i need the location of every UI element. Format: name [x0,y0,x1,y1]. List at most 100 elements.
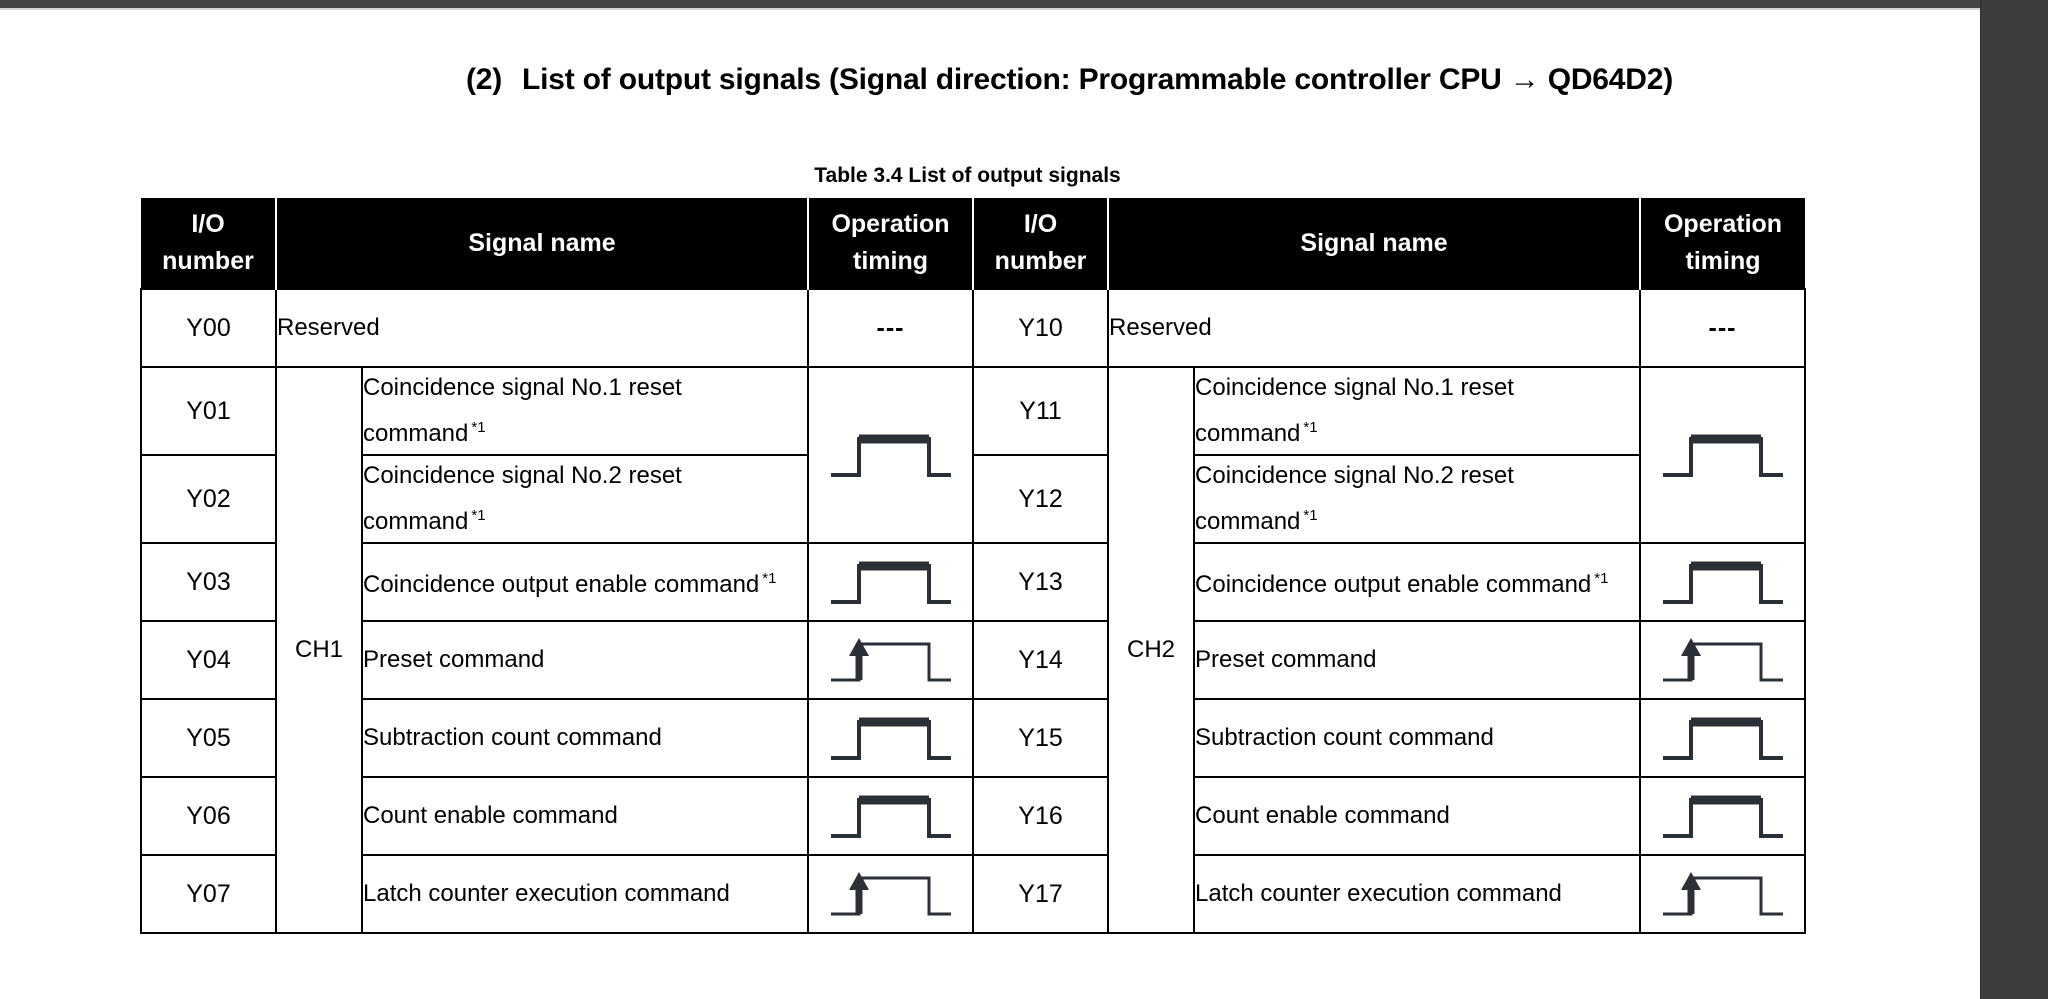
signal-name-text: Reserved [277,314,380,341]
io-number-cell: Y03 [140,542,277,622]
io-number-cell: Y17 [972,854,1110,934]
table-header-row: I/O number Signal name Operation timing … [141,198,1806,289]
output-signals-table: I/O number Signal name Operation timing … [140,198,1807,934]
signal-name-text: Coincidence signal No.1 reset command [1195,374,1514,447]
signal-name-text: Coincidence output enable command [1195,571,1592,598]
io-number-cell: Y07 [140,854,277,934]
waveform-pulse-icon [1662,795,1783,838]
signal-name-cell: Coincidence signal No.2 reset command*1 [1193,454,1642,544]
waveform-rising-edge-arrow-icon [1662,872,1783,916]
signal-name-cell: Coincidence signal No.1 reset command*1 [360,366,810,456]
operation-timing-waveform [807,542,975,622]
page-heading: (2) List of output signals (Signal direct… [466,56,1796,104]
signal-name-cell: Preset command [1193,620,1642,700]
footnote-marker: *1 [471,419,486,436]
io-number-cell: Y04 [140,620,277,700]
footnote-marker: *1 [1594,570,1609,587]
operation-timing-waveform [1639,854,1807,934]
signal-name-text: Preset command [363,646,545,673]
signal-name-text: Count enable command [1195,802,1450,829]
signal-name-text: Coincidence signal No.2 reset command [1195,462,1514,535]
channel-label-cell: CH2 [1107,366,1196,934]
table-row: Y07 Latch counter execution command Y17 Lat… [140,854,1807,934]
operation-timing-waveform [807,620,975,700]
header-signal-name-right: Signal name [1107,198,1642,289]
signal-name-text: Latch counter execution command [363,880,730,907]
operation-timing-dash: --- [807,288,975,368]
waveform-pulse-icon [1662,717,1783,760]
operation-timing-waveform [1639,366,1807,544]
signal-name-cell: Coincidence output enable command*1 [360,542,810,622]
header-signal-name-left: Signal name [274,198,810,289]
signal-name-text: Count enable command [363,802,618,829]
header-io-number-right-line2: number [994,247,1087,275]
signal-name-cell: Coincidence signal No.2 reset command*1 [360,454,810,544]
signal-name-cell: Count enable command [360,776,810,856]
header-operation-timing-right-line1: Operation [1663,210,1783,238]
operation-timing-waveform [807,854,975,934]
heading-text: List of output signals (Signal direction… [522,63,1674,96]
waveform-rising-edge-arrow-icon [830,638,951,682]
signal-name-cell: Subtraction count command [360,698,810,778]
header-operation-timing-left-line1: Operation [831,210,950,238]
footnote-marker: *1 [471,507,486,524]
signal-name-cell: Count enable command [1193,776,1642,856]
io-number-cell: Y11 [972,366,1110,456]
header-io-number-left-line1: I/O [191,210,225,238]
io-number-cell: Y10 [972,288,1110,368]
io-number-cell: Y13 [972,542,1110,622]
operation-timing-waveform [807,366,975,544]
footnote-marker: *1 [1303,507,1318,524]
header-io-number-right: I/O number [972,198,1110,289]
signal-name-cell: Latch counter execution command [1193,854,1642,934]
signal-name-cell: Subtraction count command [1193,698,1642,778]
io-number-cell: Y02 [140,454,277,544]
signal-name-text: Subtraction count command [1195,724,1494,751]
signal-name-text: Reserved [1109,314,1212,341]
header-operation-timing-right-line2: timing [1685,247,1761,275]
right-side-dark-panel [1980,0,2048,999]
signal-name-cell: Latch counter execution command [360,854,810,934]
signal-name-text: Coincidence output enable command [363,571,760,598]
waveform-rising-edge-arrow-icon [830,872,951,916]
table-row: Y02 Coincidence signal No.2 reset command… [140,454,1805,544]
signal-name-text: Preset command [1195,646,1377,673]
header-operation-timing-right: Operation timing [1639,198,1806,289]
footnote-marker: *1 [762,570,777,587]
signal-name-cell: Preset command [360,620,810,700]
header-io-number-left: I/O number [141,198,277,289]
io-number-cell: Y00 [140,288,277,368]
waveform-pulse-icon [830,795,951,838]
signal-name-text: Latch counter execution command [1195,880,1562,907]
io-number-cell: Y01 [140,366,277,456]
channel-label-cell: CH1 [275,366,363,934]
signal-name-text: Subtraction count command [363,724,662,751]
waveform-rising-edge-arrow-icon [1662,638,1783,682]
operation-timing-waveform [807,698,975,778]
operation-timing-waveform [1639,698,1807,778]
io-number-cell: Y05 [140,698,277,778]
operation-timing-waveform [1639,542,1807,622]
table-caption: Table 3.4 List of output signals [814,164,1121,187]
operation-timing-waveform [1639,776,1807,856]
signal-name-cell: Coincidence signal No.1 reset command*1 [1193,366,1642,456]
header-io-number-left-line2: number [162,247,254,275]
signal-name-cell: Coincidence output enable command*1 [1193,542,1642,622]
io-number-cell: Y06 [140,776,277,856]
waveform-pulse-icon [1662,561,1783,604]
io-number-cell: Y12 [972,454,1110,544]
header-io-number-right-line1: I/O [1023,210,1058,238]
waveform-pulse-icon [830,717,951,760]
heading-number: (2) [466,63,503,96]
waveform-pulse-icon [830,434,951,477]
operation-timing-waveform [1639,620,1807,700]
header-operation-timing-left-line2: timing [853,247,929,275]
